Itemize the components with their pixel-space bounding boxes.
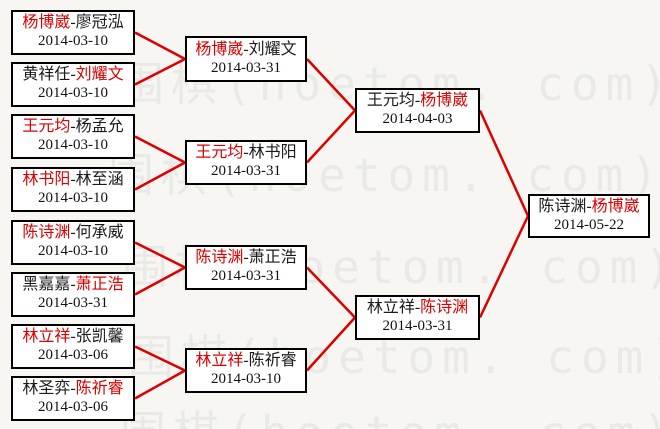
players-separator: -	[243, 352, 249, 370]
player-name: 张凯馨	[75, 328, 124, 346]
match-players: 林立祥-张凯馨	[22, 328, 123, 347]
player-name: 林立祥	[366, 299, 415, 317]
player-name: 黑嘉嘉	[22, 276, 71, 294]
player-name: 廖冠泓	[75, 14, 124, 32]
players-separator: -	[70, 118, 76, 136]
players-separator: -	[243, 249, 249, 267]
players-separator: -	[70, 14, 76, 32]
player-name: 黄祥任	[22, 66, 71, 84]
match-players: 陈诗渊-萧正浩	[195, 249, 296, 268]
match-date: 2014-03-31	[211, 268, 281, 285]
match-players: 王元均-杨孟允	[22, 118, 123, 137]
match-date: 2014-03-10	[38, 85, 108, 102]
player-name: 陈诗渊	[22, 224, 71, 242]
player-name: 林立祥	[22, 328, 71, 346]
match-date: 2014-03-10	[38, 137, 108, 154]
player-name: 萧正浩	[248, 249, 297, 267]
players-separator: -	[414, 92, 421, 110]
match-date: 2014-03-31	[38, 295, 108, 312]
match-date: 2014-03-10	[38, 243, 108, 260]
player-name: 陈诗渊	[195, 249, 244, 267]
player-name: 林至涵	[75, 171, 124, 189]
match-date: 2014-05-22	[554, 216, 624, 233]
players-separator: -	[70, 276, 76, 294]
player-name: 林书阳	[22, 171, 71, 189]
players-separator: -	[70, 380, 76, 398]
player-name: 王元均	[195, 144, 244, 162]
match-players: 林书阳-林至涵	[22, 171, 123, 190]
player-name: 王元均	[366, 92, 415, 110]
watermark-text: 围棋(hoetom. com)	[120, 397, 660, 429]
match-date: 2014-03-06	[38, 347, 108, 364]
player-name: 陈祈睿	[75, 380, 124, 398]
players-separator: -	[70, 66, 76, 84]
player-name: 萧正浩	[75, 276, 124, 294]
match-date: 2014-03-31	[211, 59, 281, 76]
match-players: 林立祥-陈诗渊	[367, 299, 468, 318]
players-separator: -	[70, 224, 76, 242]
players-separator: -	[586, 197, 592, 215]
match-date: 2014-03-10	[211, 371, 281, 388]
player-name: 杨博崴	[591, 197, 640, 215]
player-name: 刘耀文	[75, 66, 124, 84]
player-name: 陈祈睿	[248, 352, 297, 370]
player-name: 陈诗渊	[538, 197, 587, 215]
match-date: 2014-03-10	[38, 190, 108, 207]
match-players: 黄祥任-刘耀文	[22, 66, 123, 85]
match-players: 林圣弈-陈祈睿	[22, 380, 123, 399]
player-name: 何承威	[75, 224, 124, 242]
player-name: 杨博崴	[420, 92, 469, 110]
players-separator: -	[70, 171, 76, 189]
match-date: 2014-03-10	[38, 33, 108, 50]
match-players: 王元均-林书阳	[195, 144, 296, 163]
player-name: 杨博崴	[22, 14, 71, 32]
players-separator: -	[243, 40, 249, 58]
player-name: 杨博崴	[195, 40, 244, 58]
match-players: 杨博崴-刘耀文	[195, 41, 296, 60]
match-date: 2014-03-06	[38, 399, 108, 416]
player-name: 林书阳	[248, 144, 297, 162]
player-name: 林立祥	[195, 352, 244, 370]
player-name: 林圣弈	[22, 380, 71, 398]
match-date: 2014-03-31	[211, 163, 281, 180]
players-separator: -	[414, 299, 421, 317]
players-separator: -	[243, 144, 249, 162]
match-players: 王元均-杨博崴	[367, 92, 468, 111]
match-players: 林立祥-陈祈睿	[195, 352, 296, 371]
match-players: 黑嘉嘉-萧正浩	[22, 276, 123, 295]
player-name: 杨孟允	[75, 118, 124, 136]
match-players: 陈诗渊-何承威	[22, 224, 123, 243]
players-separator: -	[70, 328, 76, 346]
player-name: 刘耀文	[248, 40, 297, 58]
player-name: 王元均	[22, 118, 71, 136]
match-players: 陈诗渊-杨博崴	[538, 198, 639, 217]
match-date: 2014-03-31	[382, 318, 453, 335]
match-date: 2014-04-03	[382, 111, 453, 128]
match-players: 杨博崴-廖冠泓	[22, 14, 123, 33]
player-name: 陈诗渊	[420, 299, 469, 317]
